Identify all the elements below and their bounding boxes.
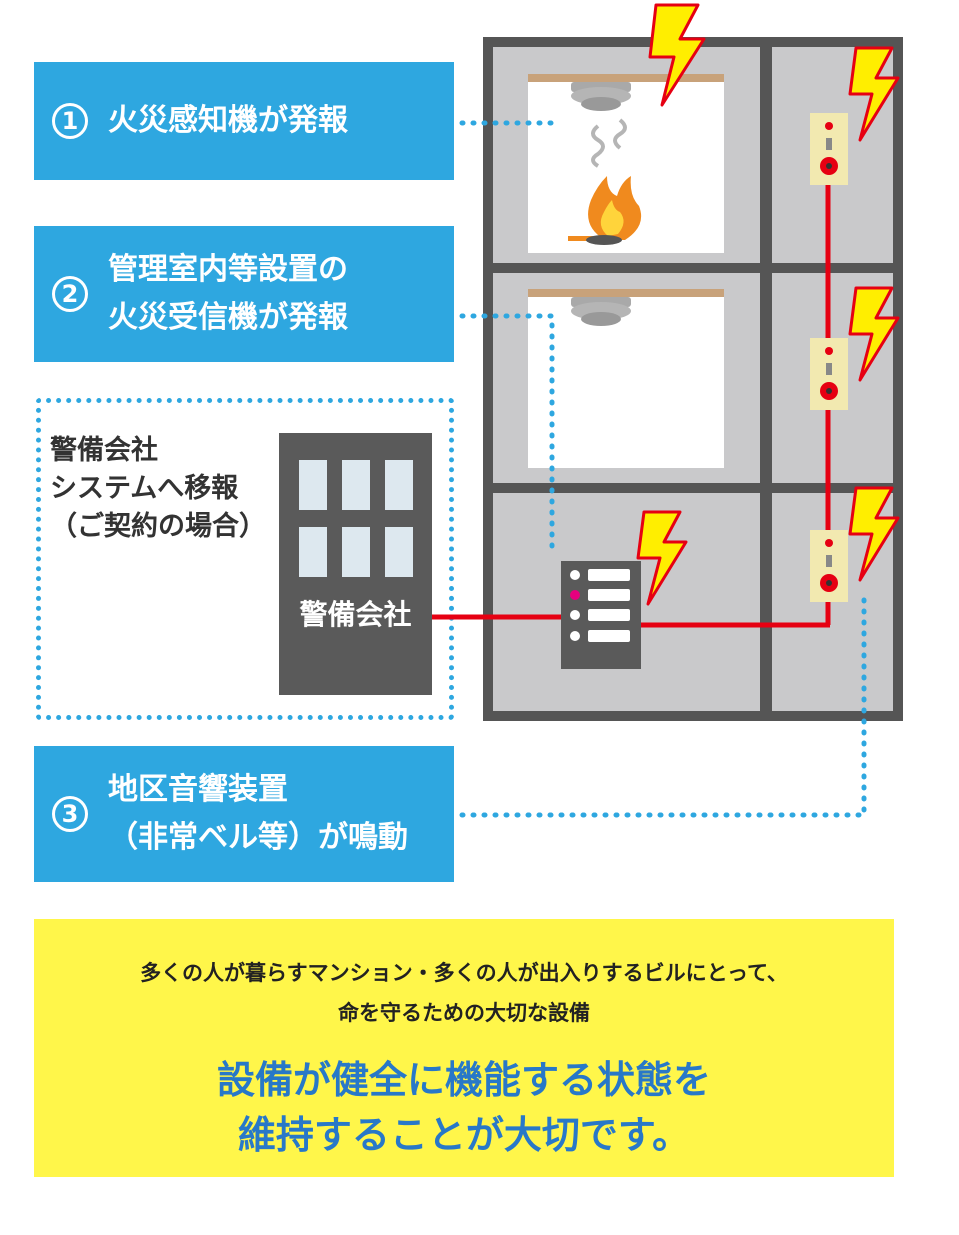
notice-box: 多くの人が暮らすマンション・多くの人が出入りするビルにとって、 命を守るための大… <box>34 919 894 1177</box>
step-number-2: 2 <box>52 276 88 312</box>
panel-led <box>570 610 580 620</box>
building-window <box>299 460 327 510</box>
step-number-1: 1 <box>52 103 88 139</box>
step-1-box: 1 火災感知機が発報 <box>34 62 454 180</box>
notice-emphasis-line2: 維持することが大切です。 <box>237 1113 691 1157</box>
step-2-line1: 管理室内等設置の <box>108 252 348 287</box>
panel-bar <box>588 589 630 601</box>
floor-divider-2 <box>488 483 898 493</box>
alarm-bell-icon <box>810 113 848 185</box>
smoke-detector-icon <box>571 82 631 111</box>
step-1-line1: 火災感知機が発報 <box>108 103 348 138</box>
alarm-bell-icon <box>810 530 848 602</box>
panel-led <box>570 631 580 641</box>
step-2-line2: 火災受信機が発報 <box>108 300 348 335</box>
step-number-3: 3 <box>52 796 88 832</box>
notice-line1: 多くの人が暮らすマンション・多くの人が出入りするビルにとって、 <box>140 961 788 985</box>
smoke-detector-icon <box>571 297 631 326</box>
security-company-label: 警備会社 <box>299 598 412 631</box>
room-floor-2 <box>528 290 724 468</box>
building-window <box>385 527 413 577</box>
security-company-note: 警備会社 システムへ移報 （ご契約の場合） <box>50 432 266 546</box>
security-note-line2: システムへ移報 <box>50 473 239 504</box>
step-3-text: 地区音響装置 （非常ベル等）が鳴動 <box>108 766 408 862</box>
alarm-bell-icon <box>810 338 848 410</box>
smoke-icon <box>591 124 605 168</box>
fire-icon <box>568 176 642 245</box>
step-3-line1: 地区音響装置 <box>108 772 288 807</box>
lightning-icon <box>848 286 900 382</box>
notice-line2: 命を守るための大切な設備 <box>338 1001 590 1025</box>
building-diagram <box>432 3 903 818</box>
building-window <box>299 527 327 577</box>
building-window <box>342 460 370 510</box>
panel-bar <box>588 609 630 621</box>
step-3-box: 3 地区音響装置 （非常ベル等）が鳴動 <box>34 746 454 882</box>
column-divider <box>760 42 772 716</box>
ceiling-beam-3 <box>528 74 724 82</box>
lightning-icon <box>648 3 706 107</box>
panel-led-active <box>570 590 580 600</box>
floor-divider-1 <box>488 263 898 273</box>
panel-bar <box>588 630 630 642</box>
security-company-region <box>36 398 454 720</box>
building-window <box>342 527 370 577</box>
step-3-line2: （非常ベル等）が鳴動 <box>108 820 408 855</box>
panel-bar <box>588 569 630 581</box>
smoke-icon <box>613 118 627 150</box>
lightning-icon <box>636 510 688 606</box>
connector-step-2 <box>459 313 555 555</box>
security-note-line1: 警備会社 <box>50 435 158 466</box>
notice-emphasis-line1: 設備が健全に機能する状態を <box>216 1058 711 1102</box>
step-2-box: 2 管理室内等設置の 火災受信機が発報 <box>34 226 454 362</box>
lightning-icon <box>848 46 900 142</box>
panel-led <box>570 570 580 580</box>
building-window <box>385 460 413 510</box>
step-1-text: 火災感知機が発報 <box>108 97 348 145</box>
step-2-text: 管理室内等設置の 火災受信機が発報 <box>108 246 348 342</box>
ceiling-beam-2 <box>528 289 724 297</box>
security-note-line3: （ご契約の場合） <box>50 511 266 542</box>
lightning-icon <box>848 486 900 582</box>
connector-step-3 <box>459 597 867 818</box>
security-company-building-icon: 警備会社 <box>279 433 432 695</box>
